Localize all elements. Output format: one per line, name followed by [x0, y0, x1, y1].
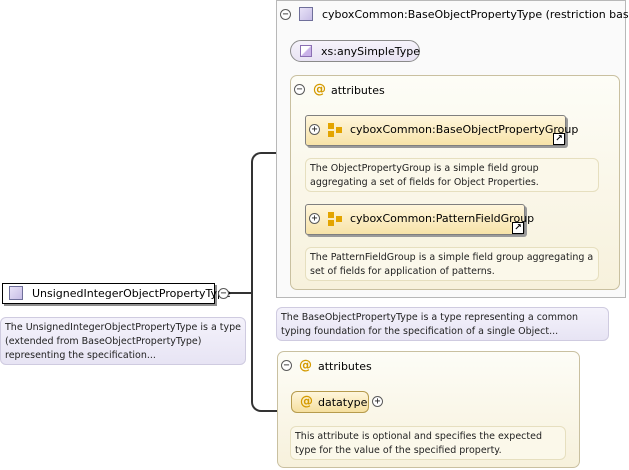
simple-type-label: xs:anySimpleType — [321, 45, 420, 58]
simple-type-icon — [300, 45, 312, 57]
base-attributes-label: attributes — [331, 84, 385, 97]
simple-type-node[interactable]: xs:anySimpleType — [290, 40, 420, 62]
attribute-icon: @ — [300, 394, 313, 409]
attribute-group-base-object-property[interactable] — [305, 115, 566, 146]
root-type-node[interactable]: UnsignedIntegerObjectPropertyType — [2, 283, 231, 304]
attribute-datatype-label: datatype — [318, 396, 368, 409]
complex-type-icon — [299, 7, 313, 21]
attribute-datatype-doc: This attribute is optional and specifies… — [290, 426, 566, 460]
attribute-icon: @ — [299, 358, 312, 373]
base-type-doc: The BaseObjectPropertyType is a type rep… — [276, 307, 609, 341]
link-icon[interactable]: ↗ — [512, 222, 524, 234]
attribute-group-label: cyboxCommon:PatternFieldGroup — [350, 212, 535, 225]
attribute-expand-icon[interactable]: + — [372, 396, 383, 407]
attribute-icon: @ — [313, 82, 326, 97]
group-expand-icon[interactable]: + — [309, 213, 320, 224]
connector-bracket — [251, 152, 277, 412]
attribute-group-doc: The PatternFieldGroup is a simple field … — [305, 247, 599, 281]
link-icon[interactable]: ↗ — [553, 133, 565, 145]
attribute-group-icon — [328, 123, 342, 137]
attribute-group-label: cyboxCommon:BaseObjectPropertyGroup — [350, 123, 579, 136]
attribute-group-icon — [328, 212, 342, 226]
base-type-title: cyboxCommon:BaseObjectPropertyType (rest… — [322, 8, 629, 21]
base-attributes-collapse-icon[interactable]: − — [294, 84, 305, 95]
group-expand-icon[interactable]: + — [309, 124, 320, 135]
attribute-datatype-node[interactable]: @ datatype — [291, 391, 369, 413]
base-type-collapse-icon[interactable]: − — [280, 9, 291, 20]
connector-root-stub — [229, 292, 251, 294]
attribute-group-doc: The ObjectPropertyGroup is a simple fiel… — [305, 158, 599, 192]
root-collapse-icon[interactable]: − — [218, 288, 229, 299]
complex-type-icon — [9, 286, 23, 300]
ext-attributes-collapse-icon[interactable]: − — [281, 360, 292, 371]
root-type-doc: The UnsignedIntegerObjectPropertyType is… — [0, 317, 246, 365]
root-type-label: UnsignedIntegerObjectPropertyType — [32, 287, 231, 300]
ext-attributes-label: attributes — [318, 360, 372, 373]
